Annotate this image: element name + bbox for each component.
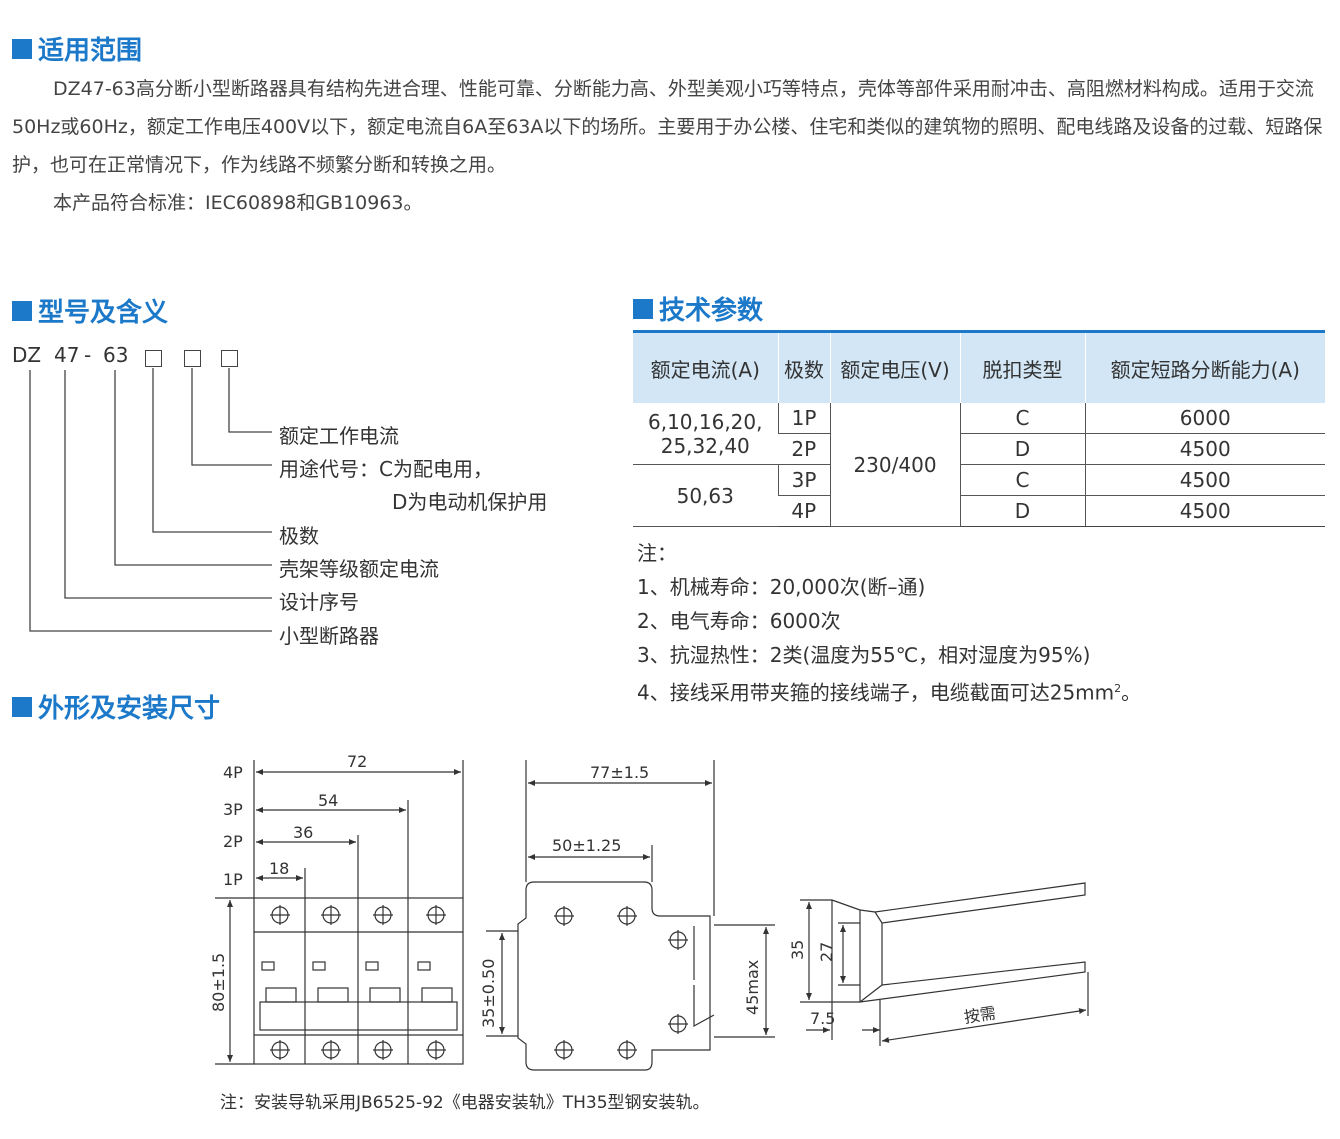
scope-description: DZ47-63高分断小型断路器具有结构先进合理、性能可靠、分断能力高、外型美观小… (12, 70, 1330, 222)
table-cell: C (959, 403, 1085, 434)
current-group-1: 6,10,16,20, 25,32,40 (633, 403, 778, 465)
label-2p: 2P (223, 832, 243, 851)
voltage-cell: 230/400 (829, 403, 960, 527)
header-voltage: 额定电压(V) (829, 330, 960, 403)
note-item: 1、机械寿命：20,000次(断–通) (637, 575, 926, 599)
table-row: 2P D 4500 (633, 433, 1325, 465)
label-usage-code: 用途代号：C为配电用， (279, 457, 493, 481)
dim-width-3p: 54 (318, 791, 338, 810)
label-4p: 4P (223, 763, 243, 782)
code-box-usage (184, 350, 201, 367)
label-1p: 1P (223, 870, 243, 889)
code-box-current (221, 350, 238, 367)
dim-rail-length: 按需 (963, 1003, 998, 1027)
model-title: 型号及含义 (12, 292, 168, 329)
screw-icon (270, 905, 446, 1060)
dim-rail-7-5: 7.5 (810, 1009, 835, 1028)
table-cell: 1P (777, 403, 830, 434)
dim-rail-27: 27 (817, 942, 836, 962)
install-footnote: 注：安装导轨采用JB6525-92《电器安装轨》TH35型钢安装轨。 (220, 1093, 710, 1113)
dimension-title: 外形及安装尺寸 (12, 688, 220, 725)
header-breaking-capacity: 额定短路分断能力(A) (1084, 330, 1325, 403)
dim-width-2p: 36 (293, 823, 313, 842)
label-3p: 3P (223, 800, 243, 819)
header-poles: 极数 (777, 330, 830, 403)
model-leader-lines (29, 368, 272, 632)
square-bullet-icon (12, 300, 32, 321)
label-usage-code-d: D为电动机保护用 (392, 490, 548, 514)
label-design-number: 设计序号 (279, 590, 359, 614)
note-item: 4、接线采用带夹箍的接线端子，电缆截面可达25mm2。 (637, 680, 1142, 705)
dim-width-1p: 18 (269, 859, 289, 878)
model-dash: - (84, 343, 92, 367)
code-box-poles (145, 350, 162, 367)
standard-paragraph: 本产品符合标准：IEC60898和GB10963。 (53, 192, 423, 214)
model-series: 47 (54, 343, 80, 367)
dim-rail-height: 35±0.50 (479, 959, 498, 1028)
square-bullet-icon (12, 696, 32, 717)
current-group-2: 50,63 (633, 464, 778, 527)
dim-depth-front: 50±1.25 (552, 836, 621, 855)
table-row: 4P D 4500 (633, 495, 1325, 527)
table-header-row: 额定电流(A) 极数 额定电压(V) 脱扣类型 额定短路分断能力(A) (633, 330, 1325, 403)
header-rated-current: 额定电流(A) (633, 330, 778, 403)
table-row: 50,63 3P C 4500 (633, 464, 1325, 527)
model-number: 63 (103, 343, 129, 367)
dim-depth: 77±1.5 (590, 763, 649, 782)
dimension-drawing: 72 54 36 18 4P 3P 2P 1P 80±1.5 77±1 (209, 752, 1089, 1071)
label-rated-current: 额定工作电流 (279, 424, 399, 448)
table-cell: 4500 (1084, 495, 1325, 527)
table-cell: 2P (778, 433, 830, 465)
table-cell: 6000 (1084, 403, 1325, 434)
model-prefix: DZ (12, 343, 42, 367)
dim-height: 80±1.5 (209, 953, 228, 1012)
dim-rail-35: 35 (788, 940, 807, 960)
table-cell: 4500 (1084, 464, 1325, 496)
front-view (215, 760, 464, 1065)
label-frame-current: 壳架等级额定电流 (279, 557, 439, 581)
square-bullet-icon (12, 38, 32, 59)
scope-paragraph: DZ47-63高分断小型断路器具有结构先进合理、性能可靠、分断能力高、外型美观小… (12, 78, 1323, 176)
header-trip-type: 脱扣类型 (959, 330, 1085, 403)
screw-icon (554, 906, 688, 1060)
square-bullet-icon (633, 298, 653, 319)
table-cell: 4P (778, 495, 830, 527)
table-cell: C (959, 464, 1085, 496)
notes-title: 注： (637, 541, 677, 565)
din-rail (800, 882, 1089, 1046)
label-poles: 极数 (279, 524, 319, 548)
tech-title: 技术参数 (633, 290, 763, 327)
label-mcb: 小型断路器 (279, 624, 379, 648)
note-item: 3、抗湿热性：2类(温度为55℃，相对湿度为95%) (637, 643, 1091, 667)
notes: 注： 1、机械寿命：20,000次(断–通) 2、电气寿命：6000次 3、抗湿… (637, 536, 1141, 706)
side-view (486, 760, 775, 1071)
table-cell: D (959, 495, 1085, 527)
table-cell: D (959, 433, 1085, 465)
dim-max-height: 45max (743, 960, 762, 1015)
table-cell: 3P (777, 464, 830, 496)
table-cell: 4500 (1084, 433, 1325, 465)
dim-width-4p: 72 (347, 752, 367, 771)
scope-title: 适用范围 (12, 30, 142, 67)
note-item: 2、电气寿命：6000次 (637, 609, 841, 633)
spec-table: 额定电流(A) 极数 额定电压(V) 脱扣类型 额定短路分断能力(A) 6,10… (633, 330, 1325, 527)
table-row: 6,10,16,20, 25,32,40 1P 230/400 C 6000 (633, 403, 1325, 527)
